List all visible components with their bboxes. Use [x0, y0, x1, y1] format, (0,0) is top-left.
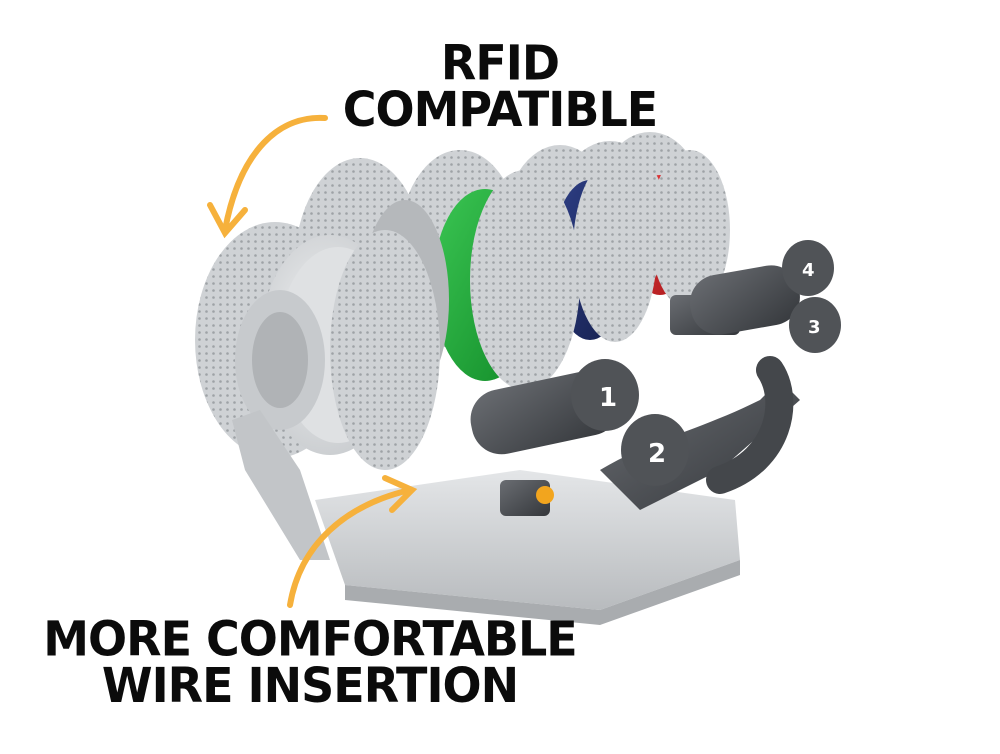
- wire-insertion-callout: MORE COMFORTABLE WIRE INSERTION: [40, 610, 580, 714]
- wire-callout-line2: WIRE INSERTION: [101, 656, 519, 714]
- arrow-wire: [287, 475, 418, 608]
- rfid-callout: RFID COMPATIBLE: [320, 34, 680, 138]
- rfid-callout-line2: COMPATIBLE: [342, 80, 658, 138]
- hub-label-3: 3: [808, 317, 821, 338]
- spool-green: [398, 150, 580, 390]
- base-plate: [315, 470, 740, 625]
- hub-label-2: 2: [648, 439, 666, 469]
- spool-white-front: [195, 222, 440, 470]
- hub-label-1: 1: [599, 383, 617, 413]
- buffer-hub: [470, 240, 841, 510]
- arrow-rfid: [207, 114, 328, 239]
- hub-label-4: 4: [802, 260, 815, 281]
- side-frame: [232, 410, 330, 560]
- wire-callout-line1: MORE COMFORTABLE: [43, 610, 577, 668]
- rfid-callout-line1: RFID: [440, 34, 560, 92]
